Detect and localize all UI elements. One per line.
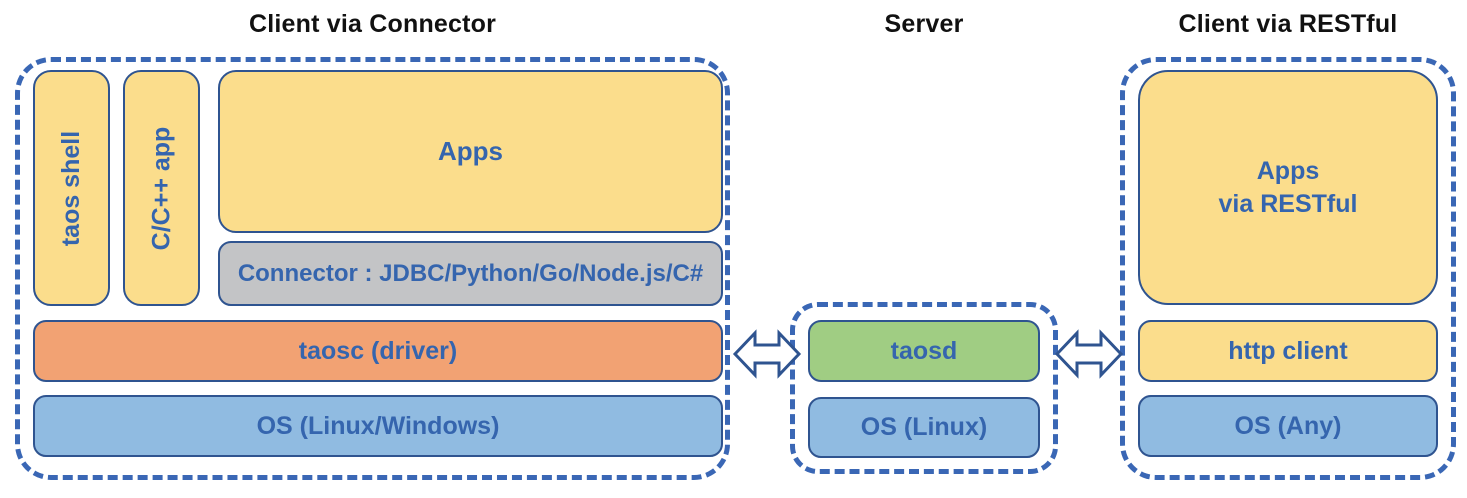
apps-box: Apps — [218, 70, 723, 233]
cpp-app-box: C/C++ app — [123, 70, 200, 306]
server-title: Server — [884, 10, 964, 38]
os-linux-box: OS (Linux) — [808, 397, 1040, 458]
taos-shell-label: taos shell — [57, 130, 86, 246]
os-linux-windows-box: OS (Linux/Windows) — [33, 395, 723, 457]
taosd-box: taosd — [808, 320, 1040, 382]
client-restful-title: Client via RESTful — [1178, 10, 1398, 38]
connector-box: Connector : JDBC/Python/Go/Node.js/C# — [218, 241, 723, 306]
client-restful-container — [1120, 57, 1456, 480]
double-arrow-icon-left — [732, 329, 802, 379]
os-any-box: OS (Any) — [1138, 395, 1438, 457]
apps-via-restful-box: Apps via RESTful — [1138, 70, 1438, 305]
apps-via-restful-label-line2: via RESTful — [1218, 189, 1358, 218]
client-connector-title: Client via Connector — [248, 10, 497, 38]
taos-shell-box: taos shell — [33, 70, 110, 306]
taosc-driver-box: taosc (driver) — [33, 320, 723, 382]
apps-via-restful-label-line1: Apps — [1256, 156, 1320, 185]
http-client-box: http client — [1138, 320, 1438, 382]
cpp-app-label: C/C++ app — [147, 126, 175, 250]
double-arrow-icon-right — [1054, 329, 1124, 379]
server-container — [790, 302, 1058, 474]
client-connector-container — [15, 57, 730, 480]
